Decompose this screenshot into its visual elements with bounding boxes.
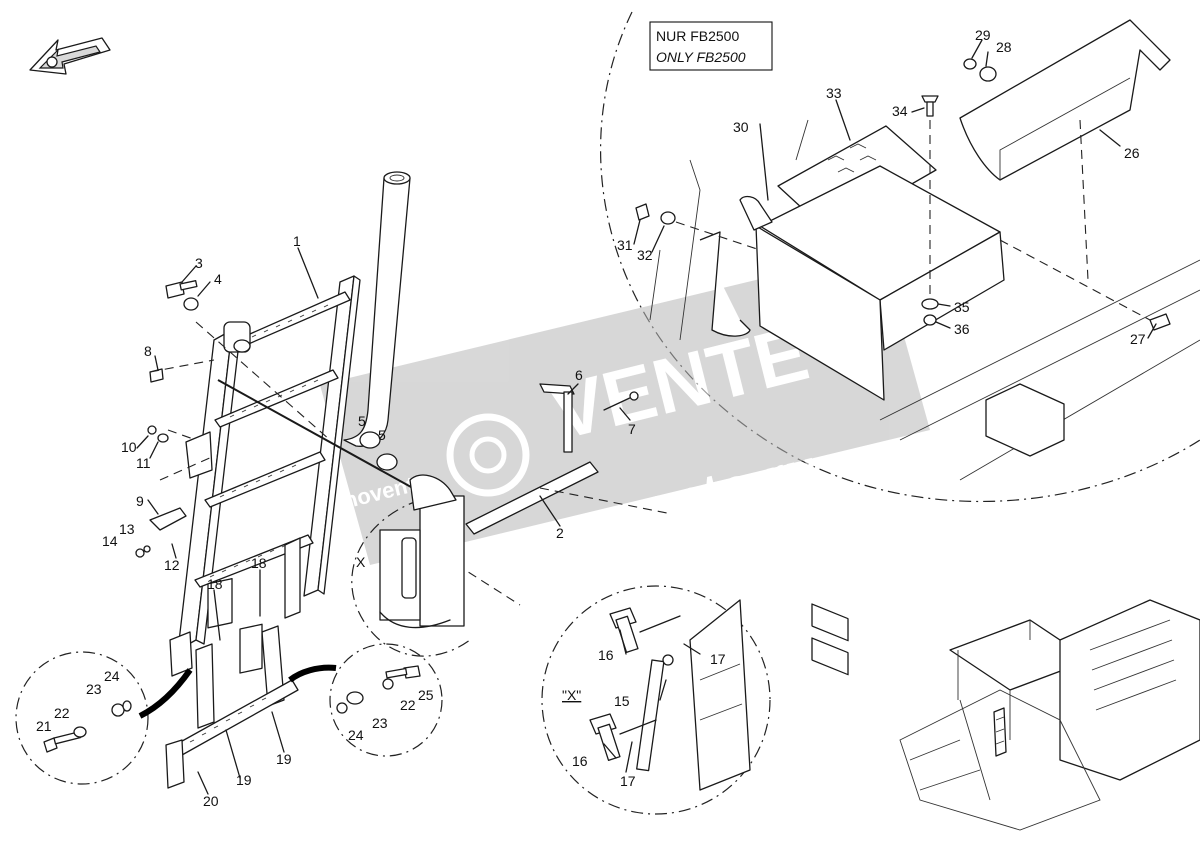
detail-circle-x (541, 585, 771, 815)
assembly-line (159, 455, 215, 481)
callout-10: 10 (121, 439, 137, 455)
callout-2: 2 (556, 525, 564, 541)
detail-x-hinge (351, 474, 471, 657)
callout-18b: 18 (251, 555, 267, 571)
callout-31: 31 (617, 237, 633, 253)
callout-leaders (136, 99, 1157, 795)
assembly-line (167, 429, 197, 441)
callout-4: 4 (214, 271, 222, 287)
detail-circle-bolt-left (15, 651, 193, 785)
callout-5b: 5 (378, 427, 386, 443)
callout-28: 28 (996, 39, 1012, 55)
callout-13: 13 (119, 521, 135, 537)
callout-24a: 24 (104, 668, 120, 684)
callout-30: 30 (733, 119, 749, 135)
hinge-hardware (135, 280, 639, 558)
ladder-assembly (169, 275, 361, 677)
assembly-line (539, 487, 673, 515)
callout-8: 8 (144, 343, 152, 359)
callout-22a: 22 (54, 705, 70, 721)
callout-24b: 24 (348, 727, 364, 743)
machine-overview (899, 599, 1200, 831)
callout-35: 35 (954, 299, 970, 315)
detail-x-label: X (356, 554, 366, 570)
callout-16b: 16 (572, 753, 588, 769)
callout-20: 20 (203, 793, 219, 809)
callout-36: 36 (954, 321, 970, 337)
direction-arrow-icon (29, 37, 111, 75)
callout-11: 11 (136, 455, 151, 471)
callout-12: 12 (164, 557, 180, 573)
callout-labels: 1 2 3 4 5 5 6 7 8 9 10 11 12 13 14 15 16… (36, 27, 1146, 809)
callout-23a: 23 (86, 681, 102, 697)
callout-17a: 17 (710, 651, 726, 667)
callout-1: 1 (293, 233, 301, 249)
callout-25: 25 (418, 687, 434, 703)
callout-33: 33 (826, 85, 842, 101)
callout-leaders-right (633, 39, 989, 329)
model-note-line2: ONLY FB2500 (656, 49, 746, 65)
callout-7: 7 (628, 421, 636, 437)
callout-21: 21 (36, 718, 52, 734)
callout-34: 34 (892, 103, 908, 119)
assembly-line (149, 359, 215, 373)
lower-extension (165, 578, 299, 789)
callout-23b: 23 (372, 715, 388, 731)
cable-line (217, 379, 421, 493)
detail-x-title: "X" (562, 687, 581, 703)
callout-5a: 5 (358, 413, 366, 429)
detail-circle-bolt-right (288, 643, 443, 757)
callout-22b: 22 (400, 697, 416, 713)
callout-16a: 16 (598, 647, 614, 663)
callout-9: 9 (136, 493, 144, 509)
model-note: NUR FB2500 ONLY FB2500 (649, 21, 773, 71)
callout-6: 6 (575, 367, 583, 383)
model-note-line1: NUR FB2500 (656, 28, 739, 44)
callout-3: 3 (195, 255, 203, 271)
callout-26: 26 (1124, 145, 1140, 161)
callout-27: 27 (1130, 331, 1146, 347)
callout-19a: 19 (236, 772, 252, 788)
callout-14: 14 (102, 533, 118, 549)
callout-32: 32 (637, 247, 653, 263)
platform-assembly (635, 19, 1200, 676)
callout-19b: 19 (276, 751, 292, 767)
callout-15: 15 (614, 693, 630, 709)
callout-17b: 17 (620, 773, 636, 789)
handrail-tube (343, 171, 411, 447)
callout-29: 29 (975, 27, 991, 43)
callout-18a: 18 (207, 576, 223, 592)
